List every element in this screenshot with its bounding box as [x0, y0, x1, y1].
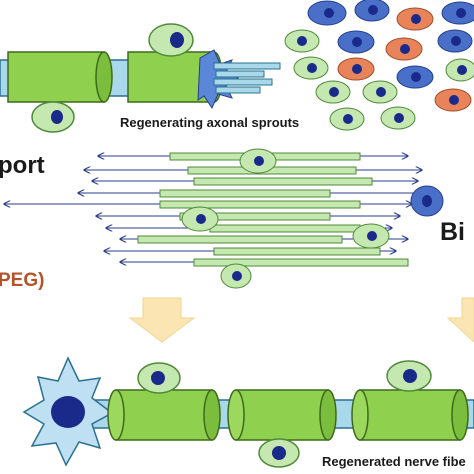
green-cell	[293, 56, 329, 80]
myelin-segment	[359, 389, 461, 441]
schwann-cell-icon	[181, 206, 219, 232]
down-arrow-icon	[128, 297, 196, 343]
blue-cell	[437, 29, 473, 53]
label-regenerated-fibers: Regenerated nerve fibe	[322, 454, 466, 469]
axonal-sprout	[213, 62, 281, 70]
schwann-cell-icon	[258, 438, 300, 468]
fiber-bar	[159, 200, 361, 209]
blue-cell	[307, 0, 347, 26]
down-arrow-icon	[446, 297, 474, 343]
top-fiber	[0, 23, 281, 133]
green-cell	[329, 107, 365, 131]
fiber-bar	[209, 224, 361, 233]
green-cell	[445, 58, 474, 82]
green-cell	[380, 106, 416, 130]
orange-cell	[396, 7, 434, 31]
blue-cell	[441, 1, 474, 25]
blue-cell	[396, 65, 434, 89]
orange-cell	[337, 57, 375, 81]
axonal-sprout	[215, 86, 261, 94]
schwann-cell-icon	[220, 263, 252, 289]
orange-cell	[434, 88, 472, 112]
axonal-sprout	[215, 70, 265, 78]
label-regenerating-sprouts: Regenerating axonal sprouts	[120, 115, 300, 130]
myelin-segment	[115, 389, 213, 441]
label-peg-partial: PEG)	[0, 270, 45, 291]
myelin-segment	[235, 389, 329, 441]
green-cell	[315, 80, 351, 104]
green-cell	[284, 29, 320, 53]
orange-cell	[385, 37, 423, 61]
blue-cell	[410, 185, 444, 217]
axonal-sprout	[213, 78, 273, 86]
schwann-cell-icon	[137, 362, 181, 394]
label-bio-partial: Bi	[440, 218, 465, 246]
regenerated-fiber	[22, 356, 474, 468]
myelin-segment	[7, 51, 105, 103]
schwann-cell-icon	[352, 223, 390, 249]
cell-cluster	[284, 0, 474, 131]
fiber-bar	[159, 189, 331, 198]
label-transport-partial: port	[0, 152, 45, 179]
green-cell	[362, 80, 398, 104]
blue-cell	[337, 30, 375, 54]
schwann-cell-icon	[386, 360, 432, 392]
fiber-bar	[193, 177, 373, 186]
blue-cell	[354, 0, 390, 22]
fiber-bar	[179, 212, 331, 221]
fiber-bar	[213, 247, 381, 256]
fiber-bar	[193, 258, 409, 267]
fiber-bar	[137, 235, 343, 244]
fiber-bundle	[4, 148, 444, 289]
schwann-cell-icon	[239, 148, 277, 174]
